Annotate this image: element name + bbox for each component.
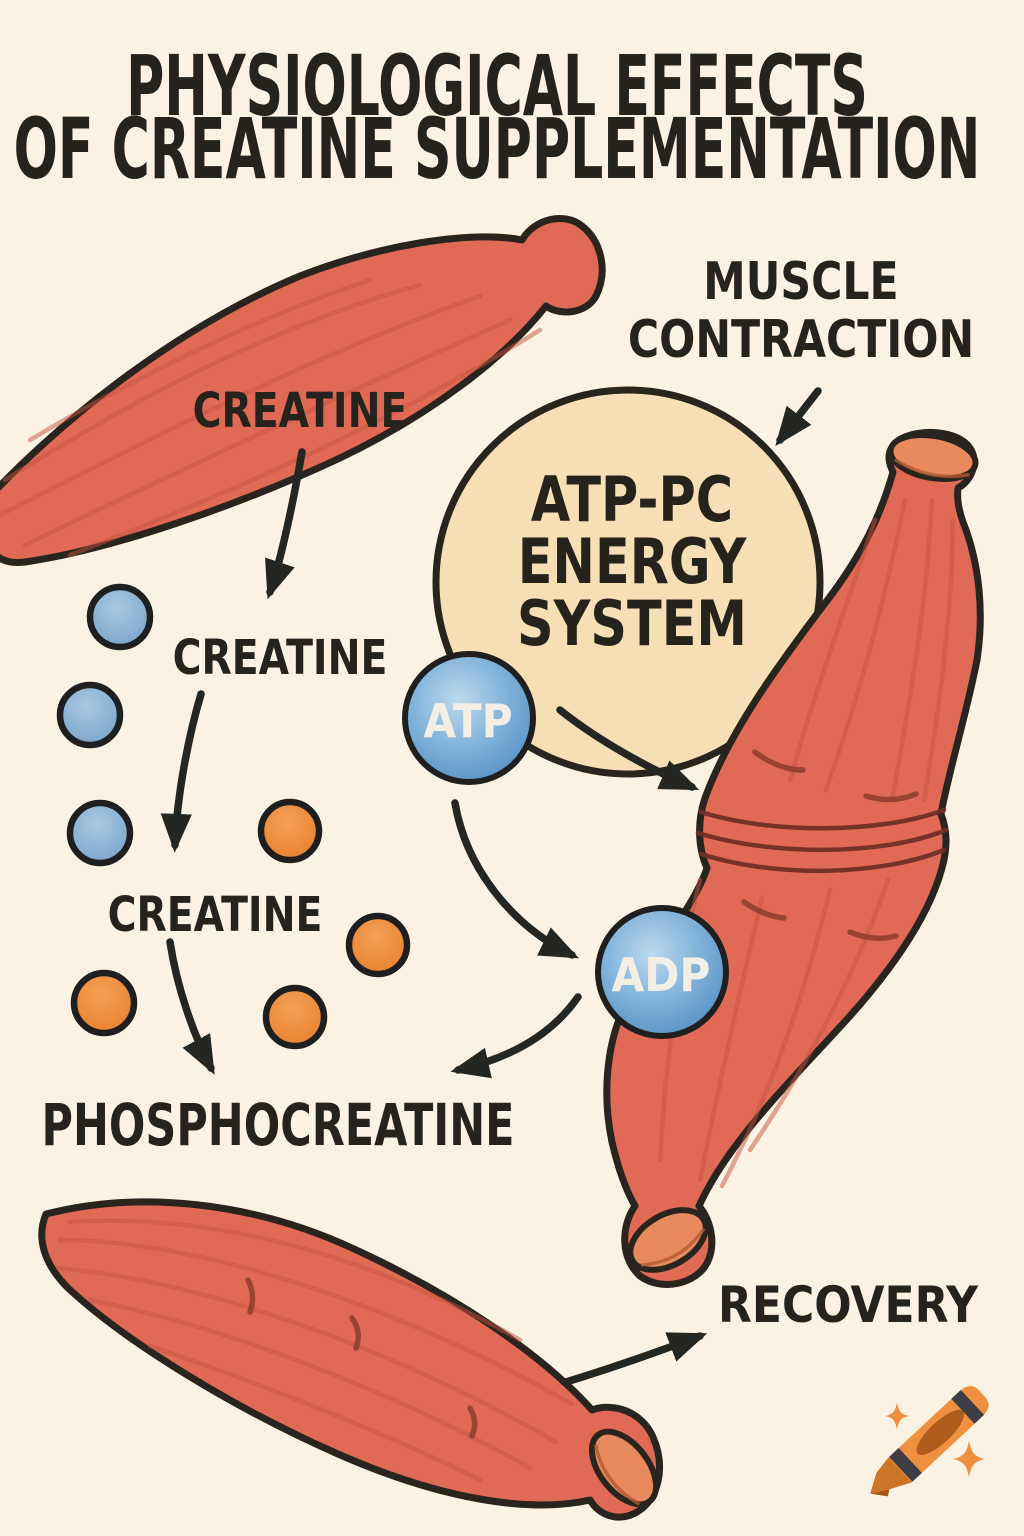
atp-ball-label: ATP [423, 694, 513, 748]
phosphate-molecule-dots [70, 798, 411, 1050]
energy-system-line1: ATP-PC [530, 463, 734, 536]
arrow-creatine-into-muscle [265, 448, 306, 600]
phosphate-dot [257, 798, 323, 864]
page-title-line2: OF CREATINE SUPPLEMENTATION [13, 100, 981, 198]
creatine-dot [56, 681, 124, 749]
creatine-dot [66, 799, 134, 867]
muscle-recovering-bottom-left-illustration [38, 1198, 663, 1521]
muscle-contraction-line1: MUSCLE [703, 252, 899, 312]
sparkle-icon [952, 1440, 986, 1478]
muscle-relaxed-top-left-illustration [0, 215, 606, 567]
phosphate-dot [345, 912, 411, 978]
energy-system-label: ATP-PC ENERGY SYSTEM [517, 469, 747, 655]
recovery-label: RECOVERY [718, 1276, 978, 1334]
adp-ball [595, 905, 729, 1039]
sparkle-icon [885, 1402, 909, 1430]
muscle-contracted-right-illustration [603, 428, 984, 1288]
arrow-muscle-to-recovery [562, 1332, 708, 1386]
flow-arrows [160, 387, 822, 1386]
arrow-creatine-to-phosphocreatine [166, 938, 215, 1075]
atp-ball [402, 651, 536, 785]
arrow-atp-to-adp [451, 799, 580, 959]
energy-system-circle [432, 386, 824, 778]
page-title-line1: PHYSIOLOGICAL EFFECTS [126, 37, 868, 135]
phosphate-dot [70, 969, 138, 1037]
arrow-muscle-contraction-to-energy-system [775, 387, 822, 447]
creatine-label-free: CREATINE [172, 630, 388, 686]
creatine-molecule-dots [56, 583, 154, 867]
crayon-icon [870, 1386, 989, 1497]
arrow-atp-to-muscle [556, 706, 700, 791]
energy-system-line2: ENERGY [517, 525, 747, 598]
energy-system-line3: SYSTEM [516, 587, 748, 660]
muscle-contraction-label: MUSCLE CONTRACTION [628, 253, 974, 369]
arrow-creatine-down [160, 690, 205, 853]
creatine-dot [86, 583, 154, 651]
phosphocreatine-label: PHOSPHOCREATINE [41, 1091, 515, 1159]
arrow-adp-to-phosphocreatine [450, 993, 582, 1079]
creatine-label-conversion: CREATINE [107, 887, 323, 943]
muscle-contraction-line2: CONTRACTION [627, 310, 975, 370]
creatine-label-on-muscle: CREATINE [192, 383, 408, 439]
adp-ball-label: ADP [611, 948, 711, 1002]
phosphate-dot [262, 984, 328, 1050]
